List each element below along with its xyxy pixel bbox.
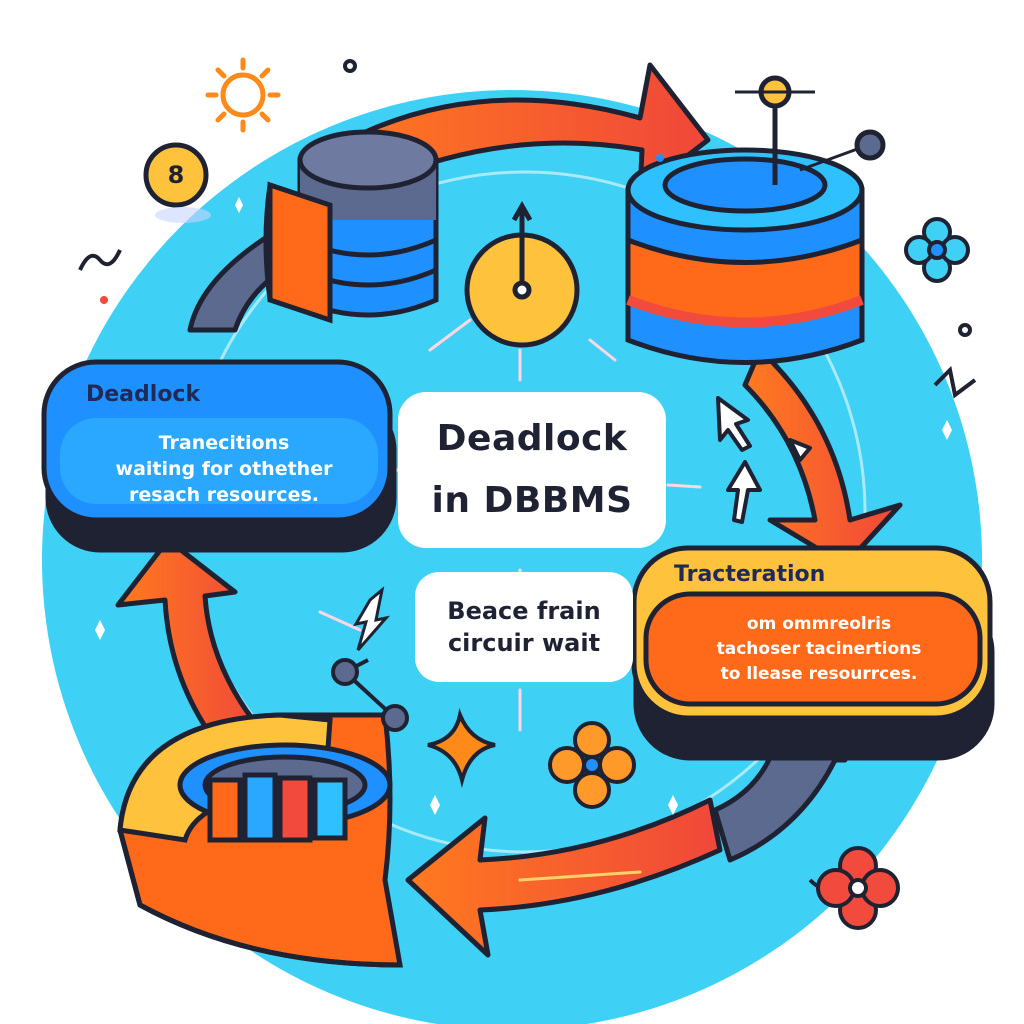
orange-flower-icon — [548, 721, 636, 809]
bubble-line2: circuir wait — [447, 629, 601, 657]
deadlock-card-text: Tranecitions waiting for othether resach… — [74, 430, 374, 508]
tracteration-card-text: om ommreolris tachoser tacinertions to l… — [668, 612, 970, 687]
right-arrow — [742, 347, 903, 568]
flower-icon — [904, 217, 970, 283]
lightning-icon — [353, 586, 391, 651]
tracteration-card-shape — [631, 545, 995, 761]
deadlock-line3: resach resources. — [129, 484, 319, 506]
deadlock-card-shape — [41, 359, 397, 553]
circular-wait-bubble: Beace frain circuir wait — [415, 572, 633, 682]
deadlock-line2: waiting for othether — [115, 458, 333, 480]
number-badge-shape — [143, 142, 209, 208]
tracteration-line2: tachoser tacinertions — [716, 639, 922, 659]
sun-icon — [205, 57, 281, 133]
deadlock-line1: Tranecitions — [158, 432, 290, 454]
database-stack-icon — [625, 75, 886, 365]
sparkle-icon — [95, 197, 952, 815]
star-shape-icon — [427, 708, 496, 788]
database-icon — [263, 129, 439, 324]
red-flower-icon — [816, 846, 900, 930]
cursor-arrows-icon — [716, 396, 812, 524]
tracteration-line1: om ommreolris — [746, 614, 892, 634]
number-badge: 8 — [167, 161, 185, 189]
deadlock-card-label: Deadlock — [86, 382, 201, 407]
tracteration-card-label: Tracteration — [674, 562, 826, 587]
tracteration-line3: to llease resourrces. — [720, 664, 918, 684]
clock-icon — [464, 200, 580, 348]
center-title-line1: Deadlock — [436, 418, 628, 459]
bottom-arrow — [405, 797, 723, 958]
center-title-bubble: Deadlock in DBBMS — [398, 392, 666, 548]
center-title-line2: in DBBMS — [431, 480, 633, 521]
node-icon — [331, 658, 409, 732]
bar-chart-icon — [117, 712, 403, 968]
bubble-line1: Beace frain — [447, 597, 601, 625]
